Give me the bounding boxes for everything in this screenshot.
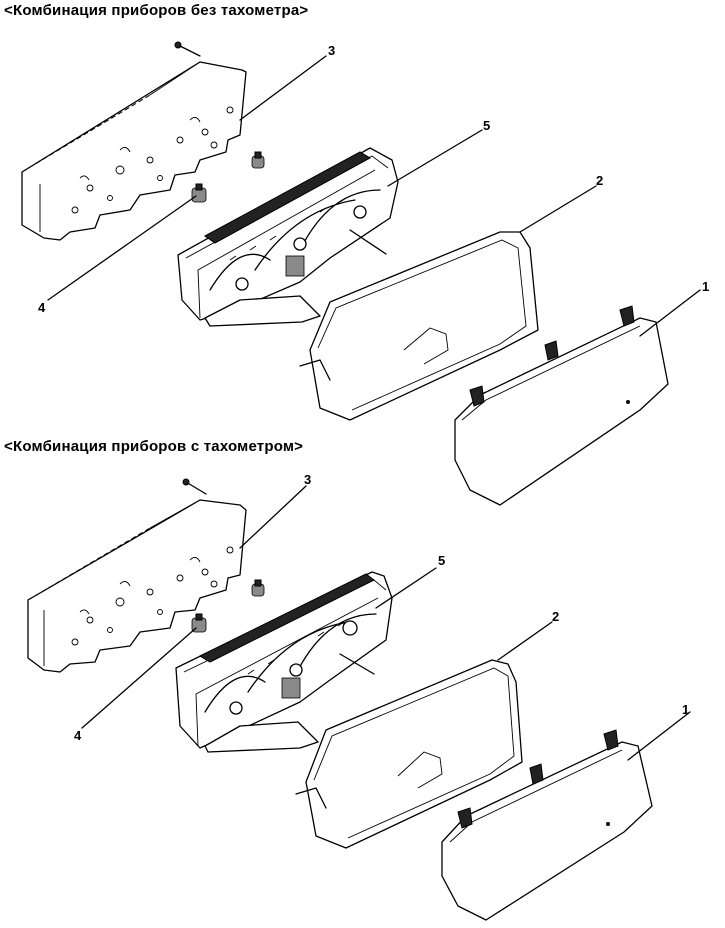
callout-4-bottom: 4 bbox=[74, 728, 82, 743]
lens-1 bbox=[441, 729, 653, 921]
callout-2-top: 2 bbox=[596, 173, 604, 188]
screw-icon bbox=[182, 478, 207, 495]
bulb-4 bbox=[191, 151, 265, 203]
section-title-with-tachometer: <Комбинация приборов с тахометром> bbox=[4, 438, 304, 455]
gauge-unit-5 bbox=[177, 147, 399, 327]
callout-4-top: 4 bbox=[38, 300, 46, 315]
printed-circuit-board-3 bbox=[21, 61, 247, 241]
leader-lines-bottom bbox=[81, 485, 691, 761]
leader-lines-top bbox=[47, 55, 701, 337]
callout-5-bottom: 5 bbox=[438, 553, 446, 568]
callout-5-top: 5 bbox=[483, 118, 491, 133]
printed-circuit-board-3 bbox=[27, 499, 247, 673]
section-title-without-tachometer: <Комбинация приборов без тахометра> bbox=[4, 2, 309, 19]
callout-2-bottom: 2 bbox=[552, 609, 560, 624]
callout-3-bottom: 3 bbox=[304, 472, 312, 487]
callout-3-top: 3 bbox=[328, 43, 336, 58]
gauge-unit-5 bbox=[175, 571, 393, 753]
screw-icon bbox=[174, 41, 201, 57]
callout-1-bottom: 1 bbox=[682, 702, 690, 717]
bulb-4 bbox=[191, 579, 265, 633]
lens-1 bbox=[454, 305, 669, 506]
callout-1-top: 1 bbox=[702, 279, 710, 294]
case-2 bbox=[299, 231, 539, 421]
case-2 bbox=[295, 659, 523, 849]
